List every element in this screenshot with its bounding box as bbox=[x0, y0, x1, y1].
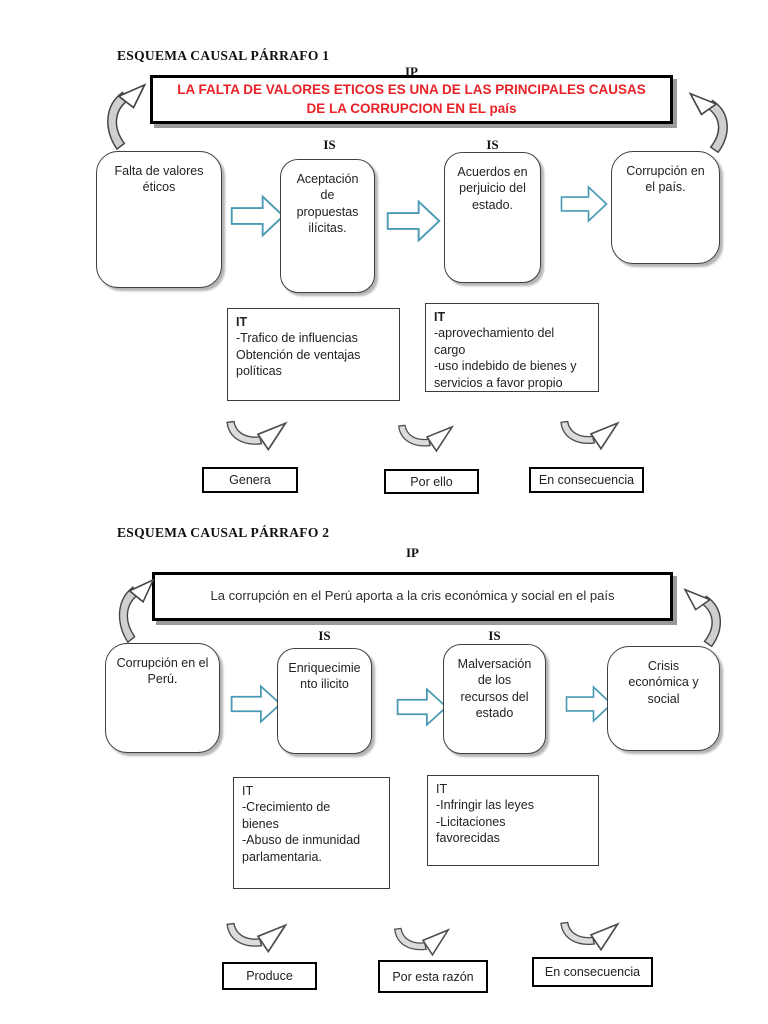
is-marker: IS bbox=[488, 628, 501, 643]
connector-arrow-icon bbox=[556, 419, 626, 452]
it-text: -Infringir las leyes -Licitaciones favor… bbox=[436, 798, 534, 846]
flow-arrow-icon bbox=[560, 184, 608, 224]
cycle-arrow-left-icon bbox=[116, 578, 160, 644]
flow-arrow-icon bbox=[565, 684, 613, 724]
connector-arrow-icon bbox=[394, 423, 460, 454]
cause-box: Malversación de los recursos del estado bbox=[443, 644, 546, 754]
connector-arrow-icon bbox=[222, 419, 294, 453]
connector-label: En consecuencia bbox=[532, 957, 653, 987]
it-box: IT -aprovechamiento del cargo -uso indeb… bbox=[425, 303, 599, 392]
flow-arrow-icon bbox=[230, 193, 285, 239]
cause-box: Falta de valores éticos bbox=[96, 151, 222, 288]
cause-box: Aceptación de propuestas ilícitas. bbox=[280, 159, 375, 293]
main-idea-box-2: La corrupción en el Perú aporta a la cri… bbox=[152, 572, 673, 621]
is-marker: IS bbox=[486, 137, 499, 152]
main-idea-box-1: LA FALTA DE VALORES ETICOS ES UNA DE LAS… bbox=[150, 75, 673, 124]
connector-arrow-icon bbox=[556, 920, 626, 953]
ip-marker-2: IP bbox=[406, 545, 419, 560]
cause-box: Corrupción en el país. bbox=[611, 151, 720, 264]
it-text: -Trafico de influencias Obtención de ven… bbox=[236, 331, 361, 379]
it-box: IT -Crecimiento de bienes -Abuso de inmu… bbox=[233, 777, 390, 889]
cause-box: Acuerdos en perjuicio del estado. bbox=[444, 152, 541, 283]
connector-label: Por esta razón bbox=[378, 960, 488, 993]
cycle-arrow-right-icon bbox=[683, 92, 731, 154]
connector-arrow-icon bbox=[390, 926, 456, 958]
connector-label: Por ello bbox=[384, 469, 479, 494]
it-box: IT -Trafico de influencias Obtención de … bbox=[227, 308, 400, 401]
flow-arrow-icon bbox=[230, 683, 282, 725]
it-label: IT bbox=[434, 310, 446, 324]
section-2-title: ESQUEMA CAUSAL PÁRRAFO 2 bbox=[117, 525, 330, 540]
cause-box: Corrupción en el Perú. bbox=[105, 643, 220, 753]
it-box: IT -Infringir las leyes -Licitaciones fa… bbox=[427, 775, 599, 866]
connector-label: En consecuencia bbox=[529, 467, 644, 493]
it-text: -aprovechamiento del cargo -uso indebido… bbox=[434, 326, 577, 390]
it-label: IT bbox=[436, 782, 448, 796]
it-label: IT bbox=[242, 784, 254, 798]
it-label: IT bbox=[236, 315, 248, 329]
cause-box: Crisis económica y social bbox=[607, 646, 720, 751]
connector-label: Produce bbox=[222, 962, 317, 990]
is-marker: IS bbox=[318, 628, 331, 643]
flow-arrow-icon bbox=[386, 198, 441, 244]
main-idea-text-2: La corrupción en el Perú aporta a la cri… bbox=[210, 588, 615, 604]
cause-box: Enriquecimie nto ilicito bbox=[277, 648, 372, 754]
it-text: -Crecimiento de bienes -Abuso de inmunid… bbox=[242, 800, 361, 864]
cycle-arrow-right-icon bbox=[678, 588, 724, 648]
section-1-title: ESQUEMA CAUSAL PÁRRAFO 1 bbox=[117, 48, 330, 63]
main-idea-text-1: LA FALTA DE VALORES ETICOS ES UNA DE LAS… bbox=[177, 81, 646, 116]
cycle-arrow-left-icon bbox=[104, 83, 152, 151]
connector-arrow-icon bbox=[222, 921, 294, 955]
connector-label: Genera bbox=[202, 467, 298, 493]
flow-arrow-icon bbox=[396, 686, 448, 728]
is-marker: IS bbox=[323, 137, 336, 152]
